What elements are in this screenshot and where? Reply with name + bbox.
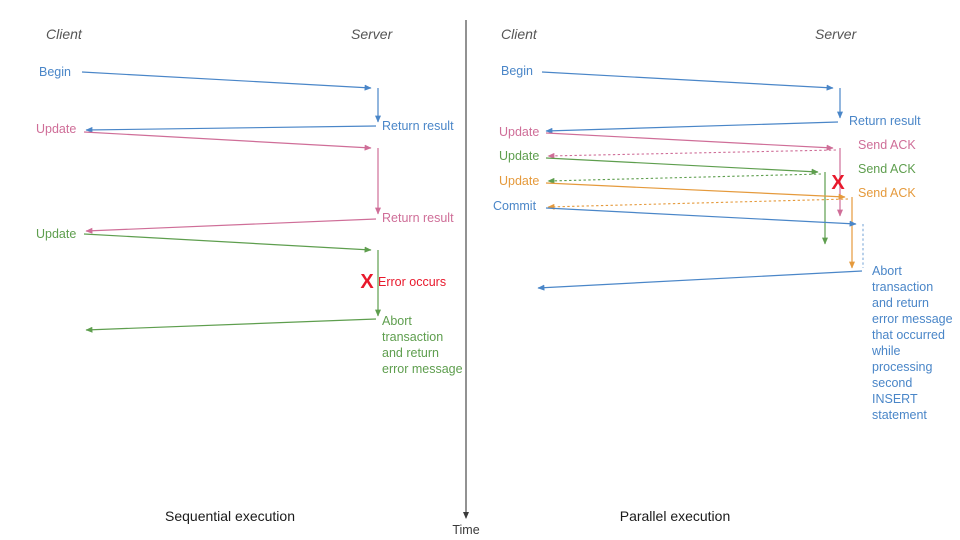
parallel-commit-label: Commit (493, 199, 537, 213)
sequential-return-result-pink: Return result (85, 148, 454, 234)
parallel-update-green-label: Update (499, 149, 539, 163)
parallel-send-ack-orange-arrow (547, 198, 849, 210)
parallel-abort-note-line-9: statement (872, 408, 927, 422)
sequential-abort-arrow (85, 318, 377, 333)
sequential-abort-note-line-0: Abort (382, 314, 412, 328)
parallel-update-pink-label: Update (499, 125, 539, 139)
time-axis: Time (452, 20, 480, 537)
parallel-return-result-blue-arrow (545, 121, 839, 134)
sequential-abort-return: Abort transaction and return error messa… (85, 314, 463, 376)
parallel-abort-note-line-6: processing (872, 360, 932, 374)
sequential-caption: Sequential execution (165, 508, 295, 524)
parallel-abort-arrow (537, 270, 863, 291)
parallel-begin-label: Begin (501, 64, 533, 78)
parallel-message-update-orange: Update Send ACK (499, 174, 916, 269)
parallel-abort-note-line-2: and return (872, 296, 929, 310)
parallel-message-commit: Commit (493, 199, 864, 268)
parallel-send-ack-green-label: Send ACK (858, 162, 916, 176)
parallel-abort-note-line-1: transaction (872, 280, 933, 294)
parallel-abort-note-line-4: that occurred (872, 328, 945, 342)
parallel-return-result-blue: Return result (545, 88, 921, 134)
sequential-server-actor-label: Server (351, 26, 394, 42)
sequential-message-begin: Begin (39, 65, 372, 91)
sequential-begin-label: Begin (39, 65, 71, 79)
time-axis-label: Time (452, 523, 479, 537)
parallel-client-actor-label: Client (501, 26, 538, 42)
parallel-message-begin: Begin (501, 64, 834, 91)
parallel-commit-arrow (545, 207, 857, 227)
sequential-return-result-blue: Return result (85, 88, 454, 133)
sequential-update-pink-arrow (83, 131, 372, 151)
parallel-abort-note-line-3: error message (872, 312, 953, 326)
parallel-update-orange-label: Update (499, 174, 539, 188)
parallel-update-pink-arrow (545, 132, 834, 151)
parallel-return-result-blue-label: Return result (849, 114, 921, 128)
parallel-begin-arrow (541, 71, 834, 91)
parallel-send-ack-pink-arrow (547, 149, 837, 159)
sequential-return-result-pink-label: Return result (382, 211, 454, 225)
error-x-icon: X (831, 172, 845, 194)
sequential-error-label: Error occurs (378, 275, 446, 289)
sequential-begin-arrow (81, 71, 372, 91)
parallel-send-ack-pink-label: Send ACK (858, 138, 916, 152)
parallel-abort-note-line-5: while (871, 344, 901, 358)
panel-parallel: Client Server Begin Return result Update (493, 26, 953, 524)
parallel-abort-return: Abort transaction and return error messa… (537, 264, 953, 422)
parallel-update-orange-arrow (545, 182, 846, 200)
parallel-message-update-pink: Update Send ACK (499, 125, 916, 217)
parallel-abort-note-line-7: second (872, 376, 912, 390)
sequential-update-green-arrow (83, 233, 372, 253)
parallel-message-update-green: Update Send ACK (499, 149, 916, 245)
sequential-message-update-green: Update (36, 227, 372, 253)
parallel-error-group: X (831, 172, 845, 194)
parallel-send-ack-orange-label: Send ACK (858, 186, 916, 200)
sequential-abort-note-line-3: error message (382, 362, 463, 376)
sequential-return-result-blue-arrow (85, 125, 377, 133)
sequential-update-pink-label: Update (36, 122, 76, 136)
parallel-update-green-arrow (545, 157, 819, 175)
sequential-message-update-pink: Update (36, 122, 372, 151)
sequential-update-green-label: Update (36, 227, 76, 241)
sequential-abort-note-line-2: and return (382, 346, 439, 360)
parallel-abort-note-line-0: Abort (872, 264, 902, 278)
parallel-server-actor-label: Server (815, 26, 858, 42)
error-x-icon: X (360, 271, 374, 293)
sequential-error-group: X Error occurs (360, 271, 446, 293)
panel-sequential: Client Server Begin Return result Update (36, 26, 463, 524)
parallel-abort-note-line-8: INSERT (872, 392, 918, 406)
sequential-abort-note-line-1: transaction (382, 330, 443, 344)
sequential-return-result-blue-label: Return result (382, 119, 454, 133)
parallel-caption: Parallel execution (620, 508, 731, 524)
parallel-send-ack-green-arrow (547, 173, 822, 184)
sequential-client-actor-label: Client (46, 26, 83, 42)
sequential-return-result-pink-arrow (85, 218, 377, 234)
